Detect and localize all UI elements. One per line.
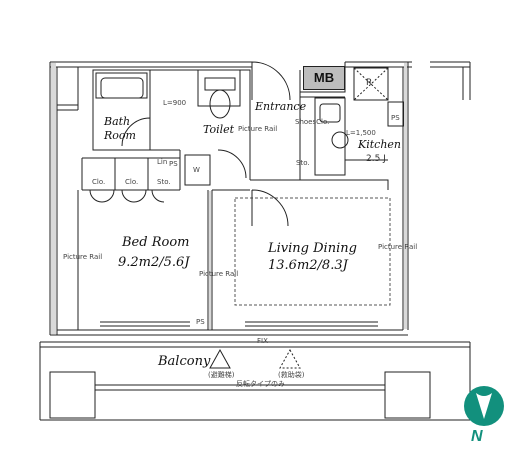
north-label: N xyxy=(471,428,483,445)
balcony-rail xyxy=(39,341,471,421)
washer-label: W xyxy=(193,166,200,174)
living-dining-size: 13.6m2/8.3J xyxy=(268,258,348,273)
window-bedroom xyxy=(100,321,190,327)
living-door xyxy=(251,189,289,227)
closet-label-2: Clo. xyxy=(125,178,139,186)
toilet-label: Toilet xyxy=(203,123,235,136)
evac-note-label: 反転タイプのみ xyxy=(236,380,285,388)
bath-label-line1: Bath xyxy=(104,115,131,128)
closet-wall xyxy=(81,150,181,191)
entrance-label: Entrance xyxy=(255,100,307,113)
entrance-door xyxy=(251,61,291,101)
outer-wall-bottom xyxy=(50,329,408,336)
toilet-bowl xyxy=(209,89,231,119)
bath-door xyxy=(121,117,151,147)
stove-burner xyxy=(331,131,349,149)
ps-label-right: PS xyxy=(391,114,400,122)
evac-hatch-left xyxy=(209,348,231,369)
picture-rail-entrance: Picture Rail xyxy=(238,125,278,133)
evac-left-label: (避難梯) xyxy=(208,371,235,379)
toilet-door xyxy=(217,149,247,179)
ps-label-toilet: PS xyxy=(169,160,178,168)
washer-box xyxy=(184,154,211,186)
linen-label: Lin xyxy=(157,158,168,166)
mb-label: MB xyxy=(303,66,345,90)
picture-rail-bedroom: Picture Rail xyxy=(63,253,103,261)
outer-wall-right xyxy=(402,62,471,330)
living-carpet xyxy=(234,197,391,306)
refrigerator-label: R xyxy=(366,78,373,88)
bath-room-label: Bath Room xyxy=(104,115,136,143)
storage-label-bedroom: Sto. xyxy=(157,178,171,186)
outer-wall-top xyxy=(50,61,470,68)
picture-rail-middle: Picture Rail xyxy=(199,270,239,278)
living-dining-label: Living Dining xyxy=(268,241,357,256)
kitchen-size: 2.5 J xyxy=(366,154,386,164)
l1500-label: L=1,500 xyxy=(346,129,376,137)
balcony-column-left xyxy=(49,371,96,419)
closet-label-1: Clo. xyxy=(92,178,106,186)
bathtub xyxy=(100,77,144,99)
bedroom-size: 9.2m2/5.6J xyxy=(118,255,190,270)
window-living xyxy=(245,321,378,327)
fix-label: FIX xyxy=(257,337,268,345)
kitchen-counter xyxy=(314,97,388,176)
bath-label-line2: Room xyxy=(104,129,136,142)
outer-wall-left xyxy=(49,62,58,335)
bedroom-label: Bed Room xyxy=(122,235,190,250)
kitchen-sink xyxy=(319,103,341,123)
storage-label-entrance: Sto. xyxy=(296,159,310,167)
balcony-label: Balcony xyxy=(158,354,211,369)
refrigerator-space xyxy=(353,67,389,101)
ps-label-bottom: PS xyxy=(196,318,205,326)
bedroom-wall xyxy=(77,190,213,330)
closet-doors xyxy=(89,189,165,203)
compass-icon xyxy=(464,386,504,426)
evac-hatch-right xyxy=(279,348,301,369)
evac-right-label: (救助袋) xyxy=(278,371,305,379)
entrance-wall xyxy=(249,70,301,181)
kitchen-label: Kitchen xyxy=(358,138,401,151)
shoes-closet-label: ShoesClo. xyxy=(295,118,330,126)
picture-rail-living: Picture Rail xyxy=(378,243,418,251)
balcony-column-right xyxy=(384,371,431,419)
l900-label: L=900 xyxy=(163,99,187,107)
